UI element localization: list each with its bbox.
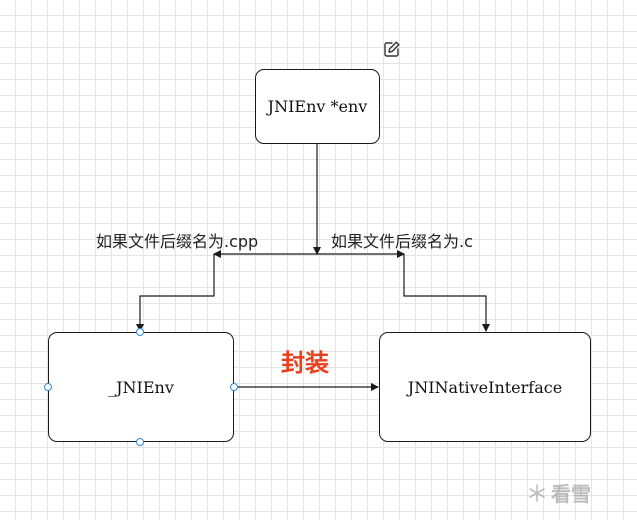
edge-label-wrap: 封装 (281, 349, 329, 377)
snowflake-icon (529, 483, 545, 502)
watermark-text: 看雪 (551, 482, 591, 506)
node-jni-native-interface-label: JNINativeInterface (407, 377, 563, 397)
node-jnienv-pointer-label: JNIEnv *env (267, 97, 368, 116)
resize-handle-bottom[interactable] (136, 438, 144, 446)
watermark: 看雪 (527, 478, 591, 507)
edit-icon[interactable] (383, 40, 401, 58)
edge-label-c: 如果文件后缀名为.c (331, 232, 473, 251)
node-underscore-jnienv[interactable]: _JNIEnv (48, 332, 234, 442)
resize-handle-right[interactable] (230, 383, 238, 391)
edge-c-branch (403, 254, 490, 332)
edge-cpp-branch (136, 254, 215, 332)
resize-handle-left[interactable] (44, 383, 52, 391)
node-jni-native-interface[interactable]: JNINativeInterface (379, 332, 591, 442)
node-jnienv-pointer[interactable]: JNIEnv *env (255, 69, 380, 144)
node-underscore-jnienv-label: _JNIEnv (108, 377, 174, 397)
resize-handle-top[interactable] (136, 328, 144, 336)
edge-label-cpp: 如果文件后缀名为.cpp (96, 232, 259, 251)
